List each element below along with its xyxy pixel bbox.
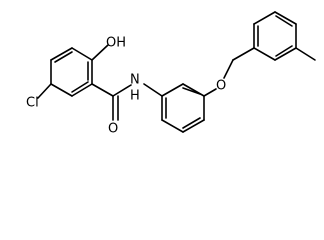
amide-hydrogen-label: H (130, 89, 140, 104)
chemical-structure-diagram: OH Cl O N H O (26, 11, 316, 137)
ether-bond-right (223, 59, 234, 79)
ether-bond-left (203, 88, 217, 97)
carbonyl-oxygen-label: O (108, 122, 118, 137)
hydroxyl-label: OH (106, 36, 126, 51)
amide-group (91, 83, 132, 121)
hydroxyl-bond (91, 44, 109, 61)
chlorohydroxyphenyl-ring (50, 47, 93, 97)
chloro-bond (37, 83, 52, 99)
ether-oxygen-label: O (216, 79, 226, 94)
amide-nitrogen-label: N (130, 73, 140, 88)
methyl-bond (295, 47, 316, 61)
central-phenyl-ring (143, 83, 205, 133)
methylphenyl-ring (232, 11, 297, 61)
chloro-label: Cl (26, 96, 39, 111)
